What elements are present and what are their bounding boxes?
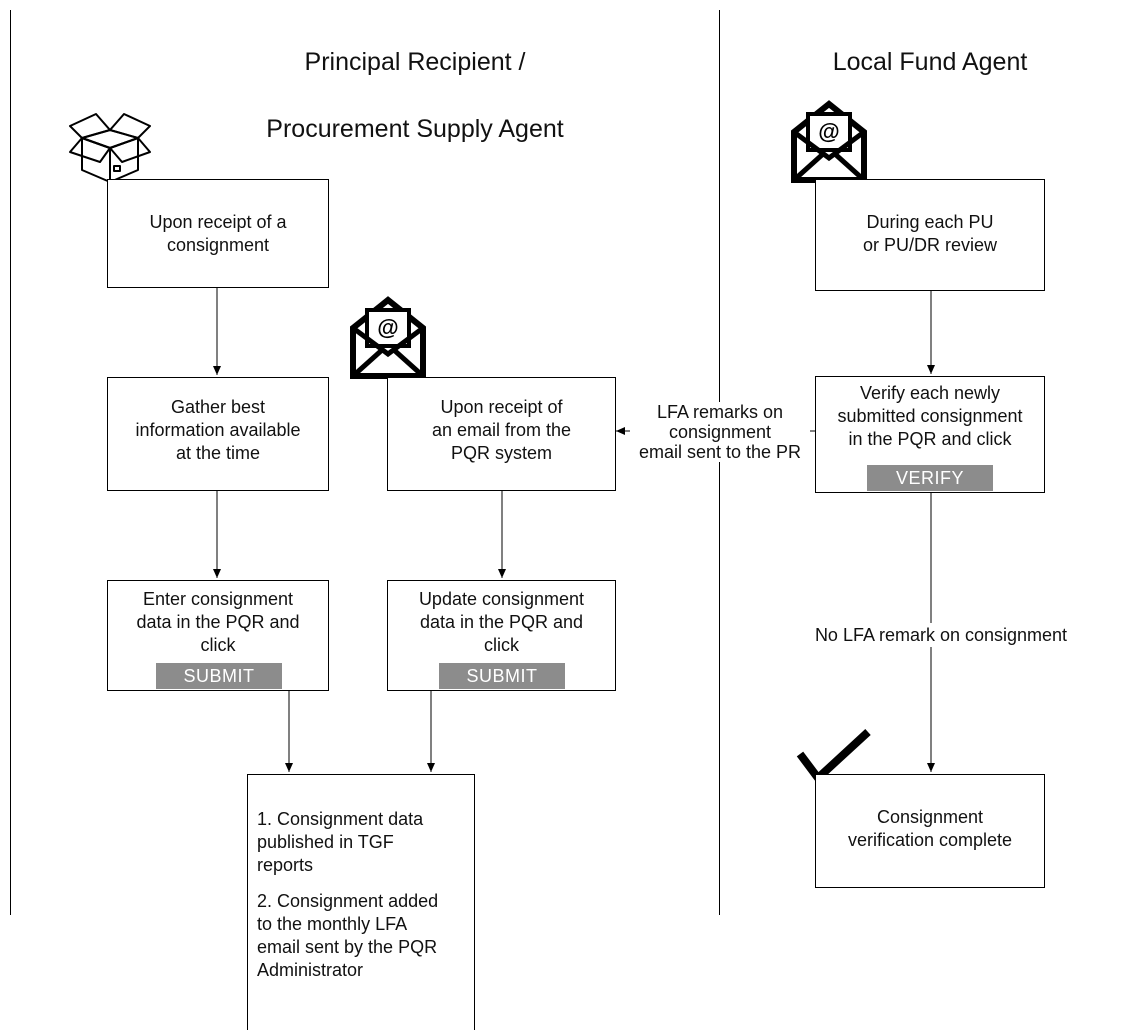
- svg-text:@: @: [377, 315, 398, 340]
- box-text-line: Consignment: [876, 807, 984, 827]
- box-text-line: information available: [135, 420, 301, 440]
- box-text-line: data in the PQR and: [419, 612, 584, 632]
- box-verify-consignment: Verify each newly submitted consignment …: [815, 376, 1045, 493]
- box-text-line: an email from the: [431, 420, 572, 440]
- lane-divider-left: [10, 10, 11, 915]
- box-text-line: or PU/DR review: [862, 235, 998, 255]
- box-text-line: published in TGF: [257, 832, 394, 852]
- box-text-line: email sent by the PQR: [257, 937, 438, 957]
- note-lfa-remarks: LFA remarks on consignment email sent to…: [630, 402, 810, 462]
- email-icon: @: [350, 296, 426, 379]
- submit-button[interactable]: SUBMIT: [439, 663, 565, 689]
- note-line: consignment: [668, 422, 772, 442]
- box-text-line: PQR system: [450, 443, 552, 463]
- lane-title-pr-line1: Principal Recipient /: [304, 48, 526, 76]
- box-icon: [69, 113, 151, 183]
- box-text-line: reports: [257, 855, 314, 875]
- box-text-line: Upon receipt of a: [149, 212, 287, 232]
- email-icon: @: [791, 100, 867, 183]
- box-text-line: click: [200, 635, 236, 655]
- box-gather-information: Gather best information available at the…: [107, 377, 329, 491]
- box-text-line: consignment: [166, 235, 270, 255]
- box-enter-data: Enter consignment data in the PQR and cl…: [107, 580, 329, 691]
- box-pu-review: During each PU or PU/DR review: [815, 179, 1045, 291]
- box-text-line: Gather best: [170, 397, 266, 417]
- box-email-receipt: Upon receipt of an email from the PQR sy…: [387, 377, 616, 491]
- box-text-line: 2. Consignment added: [257, 891, 439, 911]
- box-text-line: Administrator: [257, 960, 364, 980]
- box-text-line: click: [484, 635, 519, 655]
- box-text-line: submitted consignment: [837, 406, 1023, 426]
- lane-title-lfa: Local Fund Agent: [832, 48, 1028, 76]
- box-text-line: Update consignment: [418, 589, 585, 609]
- box-update-data: Update consignment data in the PQR and c…: [387, 580, 616, 691]
- box-text-line: verification complete: [847, 830, 1013, 850]
- note-no-lfa-remark: No LFA remark on consignment: [796, 623, 1086, 647]
- box-text-line: Verify each newly: [859, 383, 1001, 403]
- note-line: LFA remarks on: [656, 402, 784, 422]
- lane-divider-middle: [719, 10, 720, 915]
- submit-button[interactable]: SUBMIT: [156, 663, 282, 689]
- box-consignment-receipt: Upon receipt of a consignment: [107, 179, 329, 288]
- box-text-line: Enter consignment: [142, 589, 294, 609]
- box-verification-complete: Consignment verification complete: [815, 774, 1045, 888]
- box-text-line: at the time: [175, 443, 261, 463]
- lane-title-pr-line2: Procurement Supply Agent: [266, 115, 564, 143]
- verify-button[interactable]: VERIFY: [867, 465, 993, 491]
- svg-text:@: @: [818, 119, 839, 144]
- box-outcome-published: 1. Consignment data published in TGF rep…: [247, 774, 475, 1030]
- box-text-line: During each PU: [866, 212, 994, 232]
- note-line: email sent to the PR: [638, 442, 802, 462]
- box-text-line: to the monthly LFA: [257, 914, 408, 934]
- box-text-line: in the PQR and click: [848, 429, 1012, 449]
- box-text-line: 1. Consignment data: [257, 809, 424, 829]
- box-text-line: Upon receipt of: [440, 397, 563, 417]
- box-text-line: data in the PQR and: [136, 612, 300, 632]
